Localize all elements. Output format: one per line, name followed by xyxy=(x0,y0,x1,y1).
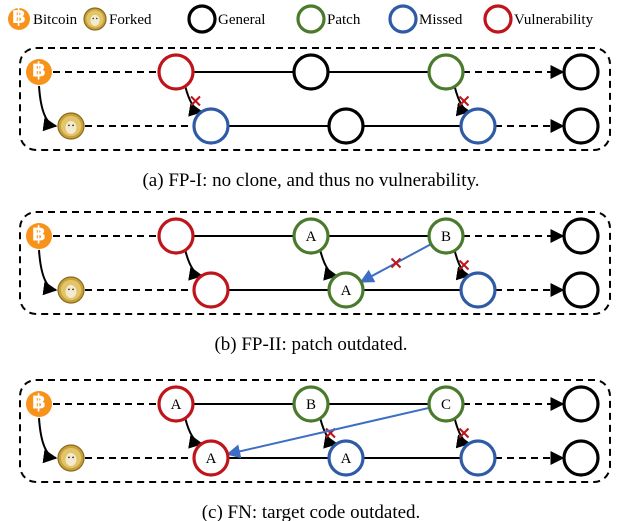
commit-node-bottom-general xyxy=(327,107,365,145)
diagram-frame xyxy=(19,379,611,483)
commit-node-bottom-vulnerability xyxy=(192,271,230,309)
svg-text:฿: ฿ xyxy=(12,6,26,28)
legend-label: Forked xyxy=(109,12,152,28)
commit-node-bottom-patch: A xyxy=(327,271,365,309)
legend-item-bitcoin: ฿ Bitcoin xyxy=(8,6,78,30)
sync-arrow xyxy=(184,250,204,281)
backport-arrow xyxy=(226,406,430,459)
bitcoin-icon: ฿ xyxy=(8,6,30,30)
forked-icon xyxy=(83,7,107,31)
commit-node-top-patch: C xyxy=(427,385,465,423)
commit-node-top-general xyxy=(292,53,330,91)
legend-item-patch: Patch xyxy=(296,4,361,34)
missed-legend-icon xyxy=(388,4,418,34)
blocked-cross-icon xyxy=(458,259,470,271)
node-label: A xyxy=(341,451,352,467)
commit-node-top-vulnerability xyxy=(157,53,195,91)
commit-node-top-vulnerability: A xyxy=(157,385,195,423)
forked-icon xyxy=(57,112,85,140)
legend-label: Vulnerability xyxy=(514,12,594,28)
legend-item-vulnerability: Vulnerability xyxy=(483,4,594,34)
legend-label: General xyxy=(218,12,265,28)
svg-text:฿: ฿ xyxy=(32,392,46,414)
node-label: A xyxy=(206,451,217,467)
commit-node-top-patch xyxy=(427,53,465,91)
general-legend-icon xyxy=(187,4,217,34)
sync-arrow xyxy=(184,418,204,449)
diagram-fp2: ฿ A B A (b) FP-II: patch outdated. xyxy=(19,211,611,355)
patch-legend-icon xyxy=(296,4,326,34)
commit-node-top-general xyxy=(562,217,600,255)
forked-icon xyxy=(57,444,85,472)
legend-label: Patch xyxy=(327,12,361,28)
diagram-frame xyxy=(19,211,611,315)
blocked-cross-icon xyxy=(390,257,402,269)
diagram-frame xyxy=(19,47,611,151)
node-label: A xyxy=(171,397,182,413)
commit-node-top-vulnerability xyxy=(157,217,195,255)
blocked-cross-icon xyxy=(458,427,470,439)
commit-node-bottom-missed xyxy=(459,439,497,477)
commit-node-top-patch: B xyxy=(427,217,465,255)
forked-icon xyxy=(57,276,85,304)
bitcoin-icon: ฿ xyxy=(26,223,52,249)
svg-text:฿: ฿ xyxy=(32,224,46,246)
commit-node-top-patch: A xyxy=(292,217,330,255)
commit-node-top-general xyxy=(562,53,600,91)
diagram-caption: (b) FP-II: patch outdated. xyxy=(214,334,407,355)
vulnerability-legend-icon xyxy=(483,4,513,34)
bitcoin-icon: ฿ xyxy=(26,59,52,85)
node-label: B xyxy=(306,397,316,413)
commit-node-bottom-missed: A xyxy=(327,439,365,477)
commit-node-top-patch: B xyxy=(292,385,330,423)
legend-label: Bitcoin xyxy=(33,12,78,28)
fork-curve xyxy=(38,85,58,132)
diagram-caption: (c) FN: target code outdated. xyxy=(202,502,421,521)
legend-item-general: General xyxy=(187,4,265,34)
node-label: A xyxy=(341,283,352,299)
bitcoin-icon: ฿ xyxy=(26,391,52,417)
commit-node-bottom-missed xyxy=(459,107,497,145)
diagrams: ฿ (a) FP-I: no clone, and thus no vulnera… xyxy=(19,47,611,521)
commit-node-bottom-general xyxy=(562,439,600,477)
commit-node-bottom-missed xyxy=(192,107,230,145)
legend: ฿ Bitcoin Forked General Patch Missed Vulnerab… xyxy=(8,4,594,34)
blocked-cross-icon xyxy=(190,95,201,107)
commit-node-bottom-general xyxy=(562,107,600,145)
legend-item-missed: Missed xyxy=(388,4,463,34)
commit-node-bottom-vulnerability: A xyxy=(192,439,230,477)
node-label: C xyxy=(441,397,451,413)
legend-label: Missed xyxy=(419,12,463,28)
commit-node-bottom-missed xyxy=(459,271,497,309)
node-label: A xyxy=(306,229,317,245)
commit-node-top-general xyxy=(562,385,600,423)
svg-text:฿: ฿ xyxy=(32,60,46,82)
diagram-fn: ฿ A B C A A (c) FN: target code outdated. xyxy=(19,379,611,521)
commit-node-bottom-general xyxy=(562,271,600,309)
diagram-caption: (a) FP-I: no clone, and thus no vulnerab… xyxy=(142,170,479,191)
sync-arrow xyxy=(319,250,339,281)
legend-item-forked: Forked xyxy=(83,7,152,31)
diagram-fp1: ฿ (a) FP-I: no clone, and thus no vulnera… xyxy=(19,47,611,191)
fork-curve xyxy=(38,417,58,464)
fork-curve xyxy=(38,249,58,296)
blocked-cross-icon xyxy=(458,95,470,107)
node-label: B xyxy=(441,229,451,245)
